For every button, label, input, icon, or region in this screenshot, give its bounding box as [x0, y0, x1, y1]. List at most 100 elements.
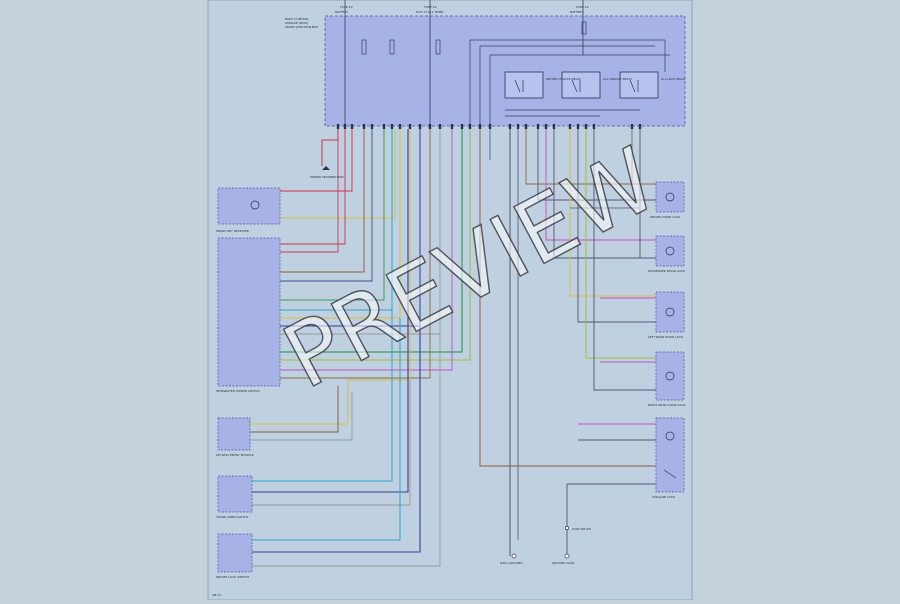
module-title-line-2: MODULE (BCM) [285, 21, 308, 25]
wire-yellow-r1 [569, 129, 656, 297]
connector-pin [336, 124, 340, 129]
connector-pin [398, 124, 402, 129]
smart-key-receiver-box [217, 187, 281, 225]
right-component-label-1: DRIVER DOOR LOCK [650, 215, 681, 219]
wire-green-1 [280, 129, 385, 301]
bottom-label-1: G201 GROUND [500, 561, 523, 565]
wire-dark-r4 [593, 129, 656, 391]
connector-pin [350, 124, 354, 129]
wire-red-2 [280, 129, 346, 245]
left-components [217, 187, 281, 573]
connector-pin [382, 124, 386, 129]
module-title-line-1: BODY CONTROL [285, 17, 309, 21]
wire-brown-r1 [525, 129, 656, 185]
fuse-sub-2: HOT AT ALL TIMES [416, 10, 444, 14]
power-distribution-label: POWER DISTRIBUTION [310, 175, 344, 179]
wire-dark-r3 [577, 129, 656, 323]
right-component-label-4: RIGHT REAR DOOR LOCK [648, 403, 686, 407]
wire-cyan-2 [252, 310, 393, 482]
left-component-label-4: TRUNK OPEN SWITCH [215, 515, 248, 519]
wire-brown-r3 [479, 129, 656, 467]
relay-label-3: ALL LOCK RELAY [661, 77, 686, 81]
connector-pin [362, 124, 366, 129]
connector-pin [592, 124, 596, 129]
internal-fuses [361, 21, 587, 55]
trunk-switch-box [217, 475, 253, 513]
connector-pin [370, 124, 374, 129]
connector-pin [488, 124, 492, 129]
fuse-label-2: FUSE 50 [424, 5, 437, 9]
wire-dark-r2 [553, 129, 656, 259]
driver-door-lock-box [655, 181, 685, 213]
integrated-power-switch-box [217, 237, 281, 387]
fuse-label-3: FUSE 10 [576, 5, 589, 9]
right-component-label-5: TAILGATE LOCK [651, 495, 676, 499]
wire-navy-1 [280, 129, 373, 282]
wire-yellow-1 [280, 129, 396, 219]
relay-contacts [514, 79, 639, 93]
wire-blue-3 [252, 326, 421, 553]
connector-pin [428, 124, 432, 129]
relay-label-1: DRIVER UNLOCK RELAY [546, 77, 581, 81]
bottom-label-3: GROUND G401 [552, 561, 575, 565]
connector-pin [450, 124, 454, 129]
wire-gray-3 [252, 380, 411, 506]
power-arrow-icon [322, 166, 330, 170]
connector-pin [343, 124, 347, 129]
connector-pin [390, 124, 394, 129]
page-ref: AB-11 [212, 593, 221, 597]
module-title-line-3: SMART JUNCTION BOX [285, 25, 318, 29]
wire-brown-2 [280, 129, 431, 379]
left-component-label-3: KEYLESS ENTRY MODULE [216, 453, 254, 457]
left-component-label-5: DRIVER LOCK SWITCH [216, 575, 249, 579]
relay-bus [469, 39, 670, 126]
bottom-label-2: S304 SPLICE [572, 527, 591, 531]
fuse-sub-3: BATTERY [570, 10, 583, 14]
wire-lime-1 [280, 129, 471, 361]
relay-label-2: ALL UNLOCK RELAY [603, 77, 632, 81]
wire-lime-r1 [585, 129, 656, 359]
wire-bundle [250, 129, 656, 567]
wire-yellow-3 [250, 129, 411, 425]
left-rear-door-lock-box [655, 291, 685, 333]
bcm-module-box [324, 15, 686, 127]
connector-pin [408, 124, 412, 129]
connector-pin [552, 124, 556, 129]
connector-pin [516, 124, 520, 129]
keyless-entry-box [217, 417, 251, 451]
wire-dark-r1 [537, 129, 656, 201]
wire-cyan-3 [252, 318, 401, 541]
connector-pin [508, 124, 512, 129]
right-component-label-3: LEFT REAR DOOR LOCK [648, 335, 684, 339]
connector-pin [544, 124, 548, 129]
connector-pin [438, 124, 442, 129]
relay-block [504, 71, 659, 99]
connector-pin [524, 124, 528, 129]
wire-dark-r8 [566, 483, 656, 556]
wire-red-1 [280, 129, 353, 192]
bottom-terminals [511, 526, 570, 559]
connector-pins [336, 124, 642, 129]
wire-blue-2 [252, 129, 409, 493]
connector-pin [536, 124, 540, 129]
fuse-label-1: FUSE 20 [340, 5, 353, 9]
wire-gray-4 [252, 334, 441, 567]
wire-brown-3 [250, 386, 339, 433]
fuse-sub-1: BATTERY [335, 10, 348, 14]
wire-brown-1 [280, 129, 365, 273]
motor-icons [663, 192, 677, 479]
driver-lock-switch-box [217, 533, 253, 573]
connector-pin [568, 124, 572, 129]
connector-pin [638, 124, 642, 129]
smart-key-receiver-icon [250, 200, 260, 210]
connector-pin [460, 124, 464, 129]
tailgate-lock-box [655, 417, 685, 493]
passenger-door-lock-box [655, 235, 685, 267]
wire-magenta-r1 [545, 129, 656, 241]
connector-pin [478, 124, 482, 129]
left-component-label-2: INTEGRATED POWER SWITCH [216, 389, 260, 393]
connector-pin [630, 124, 634, 129]
wire-power-red [321, 129, 339, 166]
wire-magenta-1 [280, 129, 453, 371]
